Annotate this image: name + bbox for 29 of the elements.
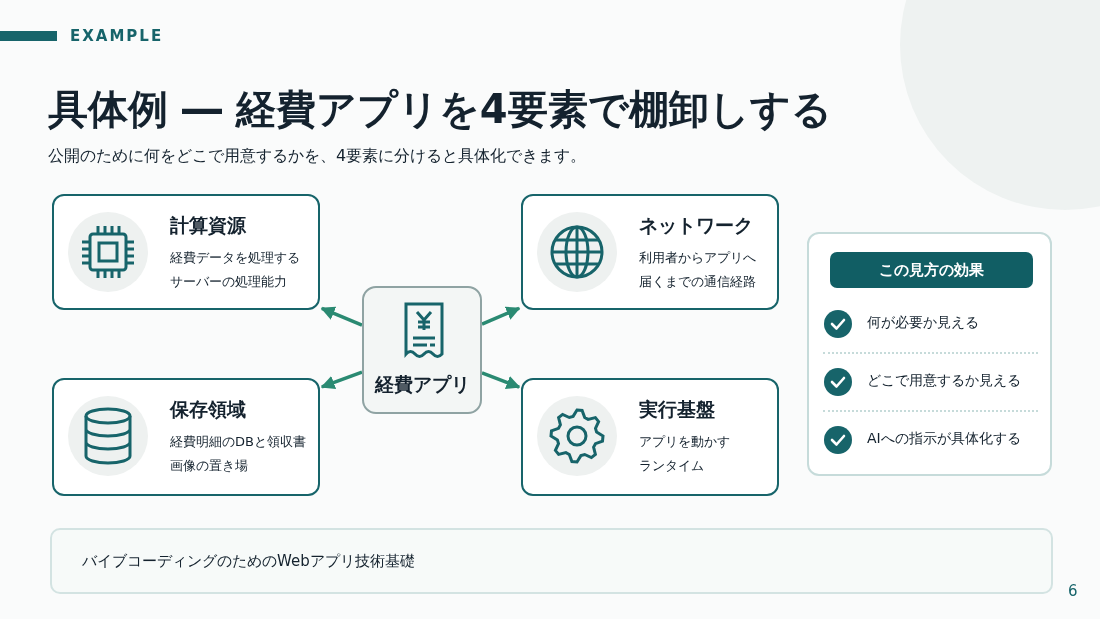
card-description: アプリを動かすランタイム bbox=[639, 433, 731, 475]
resource-card bbox=[521, 378, 779, 496]
effects-panel bbox=[807, 232, 1052, 476]
title: 具体例 ― 経費アプリを4要素で棚卸しする bbox=[48, 85, 832, 134]
effect-text: 何が必要か見える bbox=[867, 314, 979, 332]
resource-card bbox=[52, 378, 320, 496]
footer-band bbox=[50, 528, 1053, 594]
arrow bbox=[481, 371, 521, 390]
card-title: 保存領域 bbox=[170, 397, 246, 422]
app-label: 経費アプリ bbox=[373, 372, 471, 397]
heading-banner: この見方の効果 bbox=[830, 252, 1033, 288]
card-title: 計算資源 bbox=[170, 213, 246, 238]
app-box bbox=[362, 286, 482, 414]
effect-text: AIへの指示が具体化する bbox=[867, 430, 1021, 448]
arrow bbox=[320, 306, 363, 327]
card-title: 実行基盤 bbox=[639, 397, 715, 422]
card-title: ネットワーク bbox=[639, 213, 753, 238]
arrow bbox=[481, 306, 521, 326]
page-number: 6 bbox=[1068, 582, 1078, 600]
section-label: EXAMPLE bbox=[70, 27, 164, 45]
arrow bbox=[320, 370, 363, 390]
effect-text: どこで用意するか見える bbox=[867, 372, 1021, 390]
card-description: 経費明細のDBと領収書画像の置き場 bbox=[170, 433, 307, 475]
footer-text: バイブコーディングのためのWebアプリ技術基礎 bbox=[82, 552, 415, 571]
resource-card bbox=[521, 194, 779, 310]
subtitle: 公開のために何をどこで用意するかを、4要素に分けると具体化できます。 bbox=[48, 146, 587, 167]
card-description: 利用者からアプリへ届くまでの通信経路 bbox=[639, 249, 757, 291]
resource-card bbox=[52, 194, 320, 310]
card-description: 経費データを処理するサーバーの処理能力 bbox=[170, 249, 301, 291]
